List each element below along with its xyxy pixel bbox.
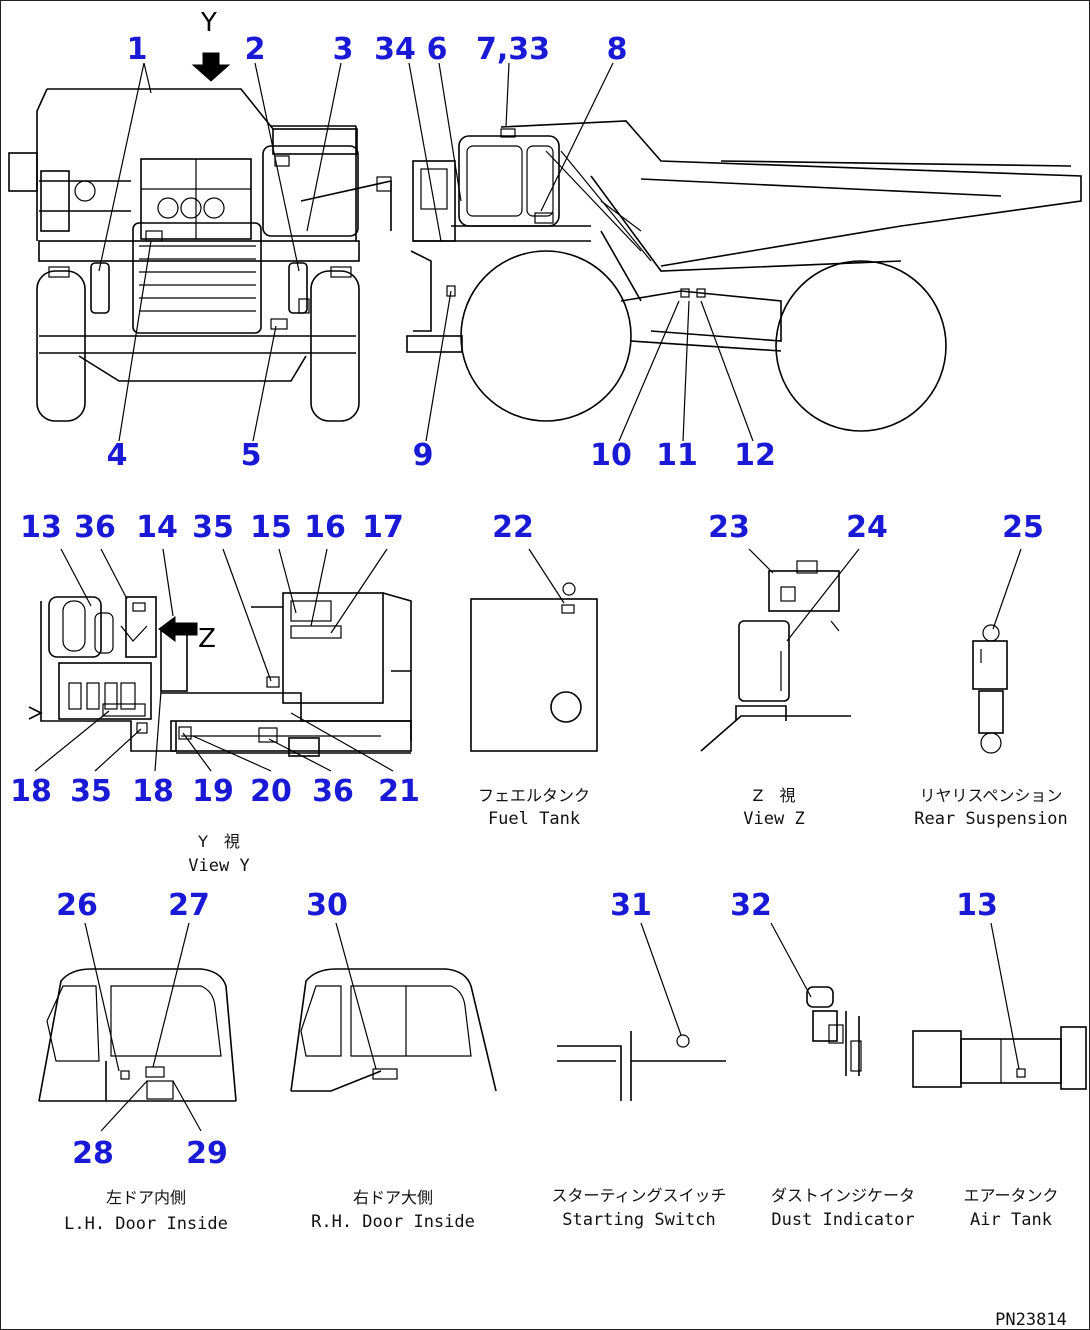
view-y-drawing [28, 548, 412, 772]
view-y-caption-jp: Y 視 [197, 832, 240, 851]
callout-2: 2 [245, 32, 266, 67]
callout-30: 30 [306, 888, 348, 923]
rh-door-caption-en: R.H. Door Inside [311, 1212, 475, 1232]
callout-5: 5 [241, 438, 262, 473]
dust-indicator-caption-jp: ダストインジケータ [771, 1186, 915, 1205]
callout-28: 28 [72, 1136, 114, 1171]
view-y-caption-en: View Y [188, 856, 249, 876]
callout-24: 24 [846, 510, 888, 545]
view-z-letter: Z [198, 624, 216, 654]
callout-20: 20 [250, 774, 292, 809]
callout-35: 35 [192, 510, 234, 545]
callout-6: 6 [427, 32, 448, 67]
callout-34: 34 [374, 32, 416, 67]
starting-switch-drawing [557, 922, 726, 1101]
callout-23: 23 [708, 510, 750, 545]
dust-indicator-caption-en: Dust Indicator [771, 1210, 914, 1230]
callout-18-lower: 18 [132, 774, 174, 809]
rear-suspension-drawing [972, 548, 1022, 754]
callout-36: 36 [74, 510, 116, 545]
callout-15: 15 [250, 510, 292, 545]
starting-switch-caption-en: Starting Switch [562, 1210, 716, 1230]
air-tank-caption-jp: エアータンク [963, 1186, 1058, 1205]
air-tank-caption-en: Air Tank [970, 1210, 1052, 1230]
callout-18: 18 [10, 774, 52, 809]
callout-13: 13 [20, 510, 62, 545]
rh-door-drawing [290, 922, 497, 1092]
callout-27: 27 [168, 888, 210, 923]
callout-25: 25 [1002, 510, 1044, 545]
callout-32: 32 [730, 888, 772, 923]
truck-side-view [406, 62, 1082, 442]
fuel-tank-caption-en: Fuel Tank [488, 809, 580, 829]
callout-10: 10 [590, 438, 632, 473]
callout-35-lower: 35 [70, 774, 112, 809]
starting-switch-caption-jp: スターティングスイッチ [551, 1186, 726, 1205]
lh-door-caption-en: L.H. Door Inside [64, 1214, 228, 1234]
rear-suspension-caption-jp: リヤリスペンション [920, 786, 1063, 805]
view-y-letter: Y [200, 8, 217, 38]
air-tank-drawing [912, 922, 1087, 1090]
callout-4: 4 [107, 438, 128, 473]
callout-19: 19 [192, 774, 234, 809]
lh-door-drawing [38, 922, 237, 1132]
callout-36-lower: 36 [312, 774, 354, 809]
view-z-drawing [700, 548, 860, 752]
rear-suspension-caption-en: Rear Suspension [914, 809, 1068, 829]
fuel-tank-caption-jp: フェエルタンク [478, 786, 590, 805]
callout-9: 9 [413, 438, 434, 473]
callout-14: 14 [136, 510, 178, 545]
callout-12: 12 [734, 438, 776, 473]
view-z-caption-jp: Z 視 [753, 786, 796, 805]
callout-29: 29 [186, 1136, 228, 1171]
rh-door-caption-jp: 右ドア大側 [353, 1188, 433, 1207]
callout-7-33: 7,33 [476, 32, 550, 67]
callout-26: 26 [56, 888, 98, 923]
captions: フェエルタンク Fuel Tank Z 視 View Z リヤリスペンション R… [64, 786, 1068, 1330]
fuel-tank-drawing [470, 548, 598, 752]
callout-16: 16 [304, 510, 346, 545]
callout-1: 1 [127, 32, 148, 67]
callout-numbers: 1 2 3 34 6 7,33 8 4 5 9 10 11 12 13 36 1… [10, 32, 1044, 1171]
dust-indicator-drawing [770, 922, 862, 1076]
callout-3: 3 [333, 32, 354, 67]
truck-front-view [8, 52, 392, 442]
callout-11: 11 [656, 438, 698, 473]
callout-17: 17 [362, 510, 404, 545]
view-z-caption-en: View Z [743, 809, 804, 829]
callout-31: 31 [610, 888, 652, 923]
callout-13-air-tank: 13 [956, 888, 998, 923]
callout-22: 22 [492, 510, 534, 545]
drawing-code: PN23814 [995, 1310, 1067, 1330]
callout-8: 8 [607, 32, 628, 67]
callout-21: 21 [378, 774, 420, 809]
lh-door-caption-jp: 左ドア内側 [106, 1188, 186, 1207]
